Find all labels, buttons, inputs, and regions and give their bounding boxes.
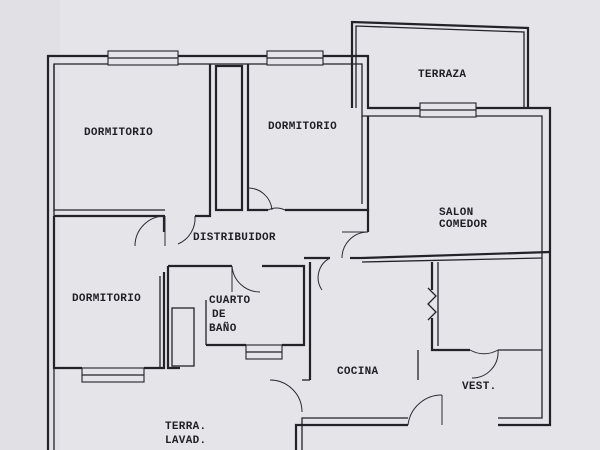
label-comedor: COMEDOR [439,219,487,231]
doors [134,187,499,426]
windows [81,50,477,383]
bedroom-1-walls [53,64,212,218]
terrace-walls [350,20,530,108]
shaft [214,64,244,212]
label-bano: BAÑO [209,322,237,335]
label-dormitorio-2: DORMITORIO [268,121,337,133]
label-de: DE [212,309,226,321]
kitchen-walls [302,262,542,381]
label-lavad: LAVAD. [165,435,206,447]
bedroom-3-walls [52,216,166,370]
label-terraza: TERRAZA [418,69,466,81]
bathroom-walls [166,264,306,370]
outer-walls [46,54,552,450]
label-vest: VEST. [462,381,497,393]
label-cocina: COCINA [337,366,379,378]
label-distribuidor: DISTRIBUIDOR [193,232,276,244]
label-terra: TERRA. [165,421,206,433]
label-salon: SALON [439,207,474,219]
sliding-door [427,287,437,321]
living-room-walls [361,210,551,263]
room-labels: DORMITORIO DORMITORIO DORMITORIO TERRAZA… [72,69,497,447]
label-dormitorio-1: DORMITORIO [84,127,153,139]
label-cuarto: CUARTO [209,295,251,307]
label-dormitorio-3: DORMITORIO [72,293,141,305]
